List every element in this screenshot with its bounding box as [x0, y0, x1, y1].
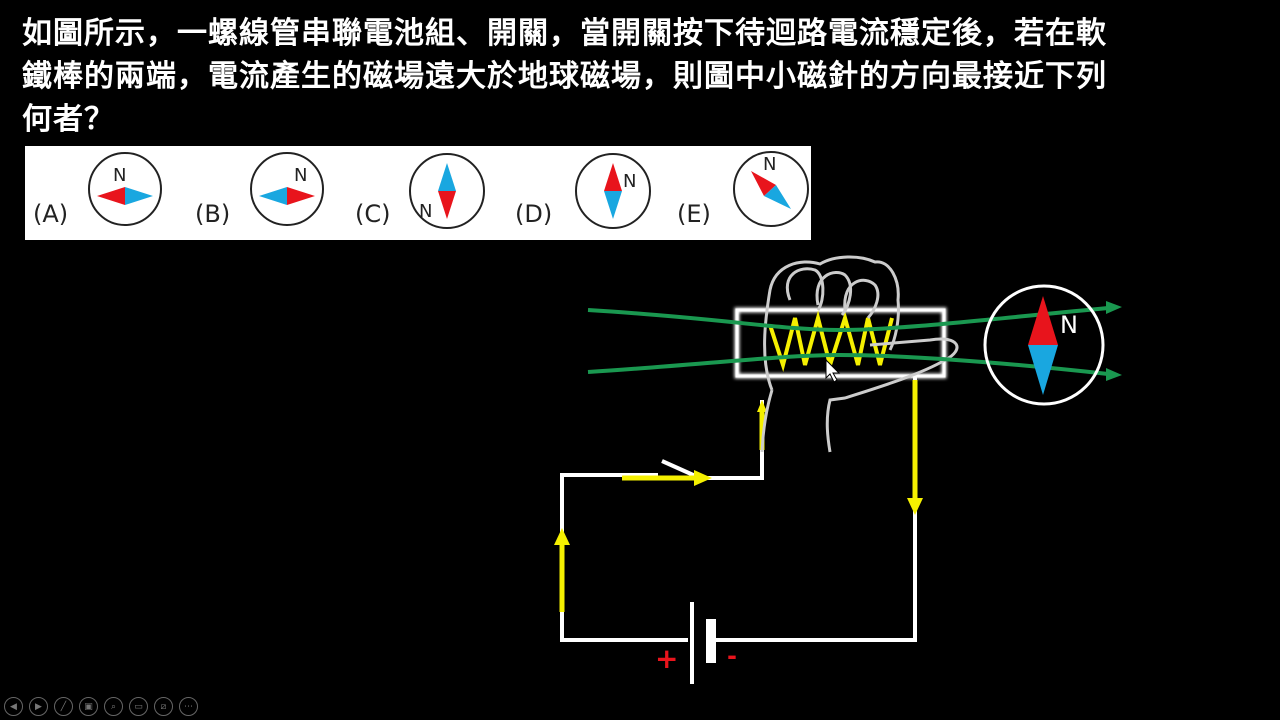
option-d-compass-icon: N: [575, 153, 651, 229]
arrow-right-icon: [1106, 368, 1122, 381]
current-arrowheads: [554, 400, 923, 545]
soft-iron-core: [734, 307, 947, 379]
slides-grid-icon: ▣: [84, 701, 93, 712]
battery-short-plate: [706, 619, 716, 663]
option-d-n: N: [623, 171, 636, 192]
next-slide-button[interactable]: ▶: [29, 697, 48, 716]
arrow-down-icon: [907, 498, 923, 515]
option-a-label: (A): [33, 200, 69, 228]
previous-slide-button[interactable]: ◀: [4, 697, 23, 716]
triangle-right-icon: ▶: [35, 701, 42, 712]
option-b-n: N: [294, 165, 307, 186]
more-options-button[interactable]: ⋯: [179, 697, 198, 716]
magnetic-field-lines: [587, 306, 1109, 376]
circuit-wire: [560, 376, 917, 642]
current-direction-arrows: [559, 380, 918, 612]
camera-off-icon: ⧄: [160, 701, 167, 712]
soft-iron-core-outline: [735, 308, 946, 378]
option-b-compass-icon: N: [250, 152, 324, 226]
battery-plus-sign: +: [655, 642, 678, 675]
option-d-label: (D): [515, 200, 553, 228]
subtitles-icon: ▭: [134, 701, 143, 712]
field-line-arrowheads: [1106, 301, 1122, 381]
arrow-right-icon: [1106, 301, 1122, 314]
answer-options-panel: (A) N (B) N (C) N (D) N (E) N: [25, 146, 811, 240]
compass-needle-icon: N: [983, 284, 1105, 406]
option-e-n: N: [763, 154, 776, 175]
compass-north-label: N: [1060, 311, 1078, 339]
slides-overview-button[interactable]: ▣: [79, 697, 98, 716]
question-line-1: 如圖所示，一螺線管串聯電池組、開關，當開關按下待迴路電流穩定後，若在軟: [22, 16, 1107, 51]
battery-minus-sign: -: [727, 642, 737, 670]
mouse-cursor-icon: [825, 358, 841, 383]
option-c-label: (C): [355, 200, 391, 228]
slideshow-toolbar: ◀ ▶ ╱ ▣ ⌕ ▭ ⧄ ⋯: [4, 697, 198, 716]
question-line-2: 鐵棒的兩端，電流產生的磁場遠大於地球磁場，則圖中小磁針的方向最接近下列: [22, 59, 1107, 94]
option-c-compass-icon: N: [409, 153, 485, 229]
option-a-compass-icon: N: [88, 152, 162, 226]
arrow-up-icon: [757, 400, 767, 412]
pen-icon: ╱: [60, 701, 67, 712]
question-line-3: 何者？: [22, 102, 115, 137]
option-b-label: (B): [195, 200, 231, 228]
question-text: 如圖所示，一螺線管串聯電池組、開關，當開關按下待迴路電流穩定後，若在軟 鐵棒的兩…: [22, 12, 1272, 141]
option-e-compass-icon: N: [733, 151, 809, 227]
option-c-n: N: [419, 201, 432, 222]
option-a-n: N: [113, 165, 126, 186]
magnifier-icon: ⌕: [110, 701, 117, 712]
camera-button[interactable]: ⧄: [154, 697, 173, 716]
zoom-button[interactable]: ⌕: [104, 697, 123, 716]
subtitles-button[interactable]: ▭: [129, 697, 148, 716]
arrow-right-icon: [694, 470, 712, 486]
option-e-label: (E): [677, 200, 711, 228]
ellipsis-icon: ⋯: [184, 701, 193, 712]
right-hand-rule-hand: [760, 255, 959, 453]
pen-button[interactable]: ╱: [54, 697, 73, 716]
triangle-left-icon: ◀: [10, 701, 17, 712]
arrow-up-icon: [554, 528, 570, 545]
